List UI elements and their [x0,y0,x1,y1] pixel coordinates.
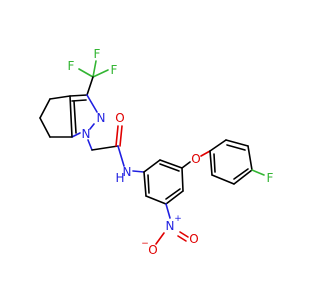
bond-o-aryl2 [200,150,211,157]
atom-o-nitro-minus-charge: − [141,239,149,249]
acetamide-linker [87,125,145,173]
atom-n-amide: N [123,165,132,179]
molecule-diagram: F F F N N O N H O F N + O − O [39,47,274,257]
bond-ch2-co [91,145,119,151]
bond-n-o-2 [179,231,189,238]
ring1-bond-2 [159,159,183,169]
nitrophenyl-ring [143,159,184,205]
atom-o-nitro-minus: O [148,243,157,257]
bond-n2-n1 [89,123,95,130]
ring2-bond-1 [209,139,227,152]
atom-h-amide: H [115,171,124,185]
ring2-bond-6-double [213,153,216,173]
ring2-bond-4-double [233,168,249,180]
bond-c3a-c3 [69,94,88,97]
atom-n-nitro: N [166,219,175,233]
bond-aryl-o [181,161,191,169]
atom-o-ether: O [191,152,200,166]
bond-c6a-c3a [69,95,73,138]
bond-nh-aryl [132,170,145,173]
bond-aryl-nitro [165,203,171,219]
ring1-bond-2-double [159,163,180,172]
ring2-bond-5 [211,174,235,185]
ether-linker [181,150,211,169]
bond-c-o-2 [119,125,123,147]
molecule-structure: F F F N N O N H O F N + O − O [39,47,274,257]
bond-co-nh [117,145,125,167]
bond-c-f1 [78,68,94,78]
atom-o-amide: O [115,111,124,125]
bond-n-o-minus [155,232,165,245]
ring2-bond-3 [247,145,253,171]
cyclopentane-ring [39,95,73,138]
bond-c-f2 [92,60,97,78]
ring2-bond-4 [233,169,253,185]
bond-n1-ch2 [87,139,93,151]
bond-n-o-1 [177,235,187,242]
bond-cf3-ring [86,76,94,96]
atom-o-nitro: O [189,232,198,246]
fluorophenyl-ring [209,139,265,185]
bond-c3-n2 [86,94,98,113]
ring1-bond-4-double [165,188,181,200]
ring1-bond-1 [143,159,161,173]
ring1-bond-3 [181,167,184,192]
ring2-bond-6 [209,150,213,176]
pyrazole-ring [69,94,98,138]
ring1-bond-6-double [147,174,150,194]
ring1-bond-5 [145,195,167,205]
bond-c3a-c4 [49,95,71,100]
bond-c5-c6 [39,117,51,138]
bond-c-o-1 [115,125,119,147]
atom-f2: F [94,47,101,61]
atom-n1: N [82,127,91,141]
ring1-bond-6 [143,171,147,197]
ring2-bond-2 [225,139,249,147]
bond-n1-c6a [71,132,81,138]
atom-n2: N [97,111,106,125]
bond-aryl-f [251,169,265,176]
atom-f3: F [111,63,118,77]
atom-n-nitro-charge: + [174,214,182,224]
atom-f1: F [68,59,75,73]
bond-c4-c5 [39,98,51,119]
bond-c6a-c3a-double [73,100,77,134]
nitro-group [155,203,189,245]
atom-f-aryl: F [267,171,274,185]
ring2-bond-2-double [226,144,246,151]
ring1-bond-4 [165,190,184,205]
bond-c-f3 [92,69,109,78]
trifluoromethyl-group [78,60,109,96]
